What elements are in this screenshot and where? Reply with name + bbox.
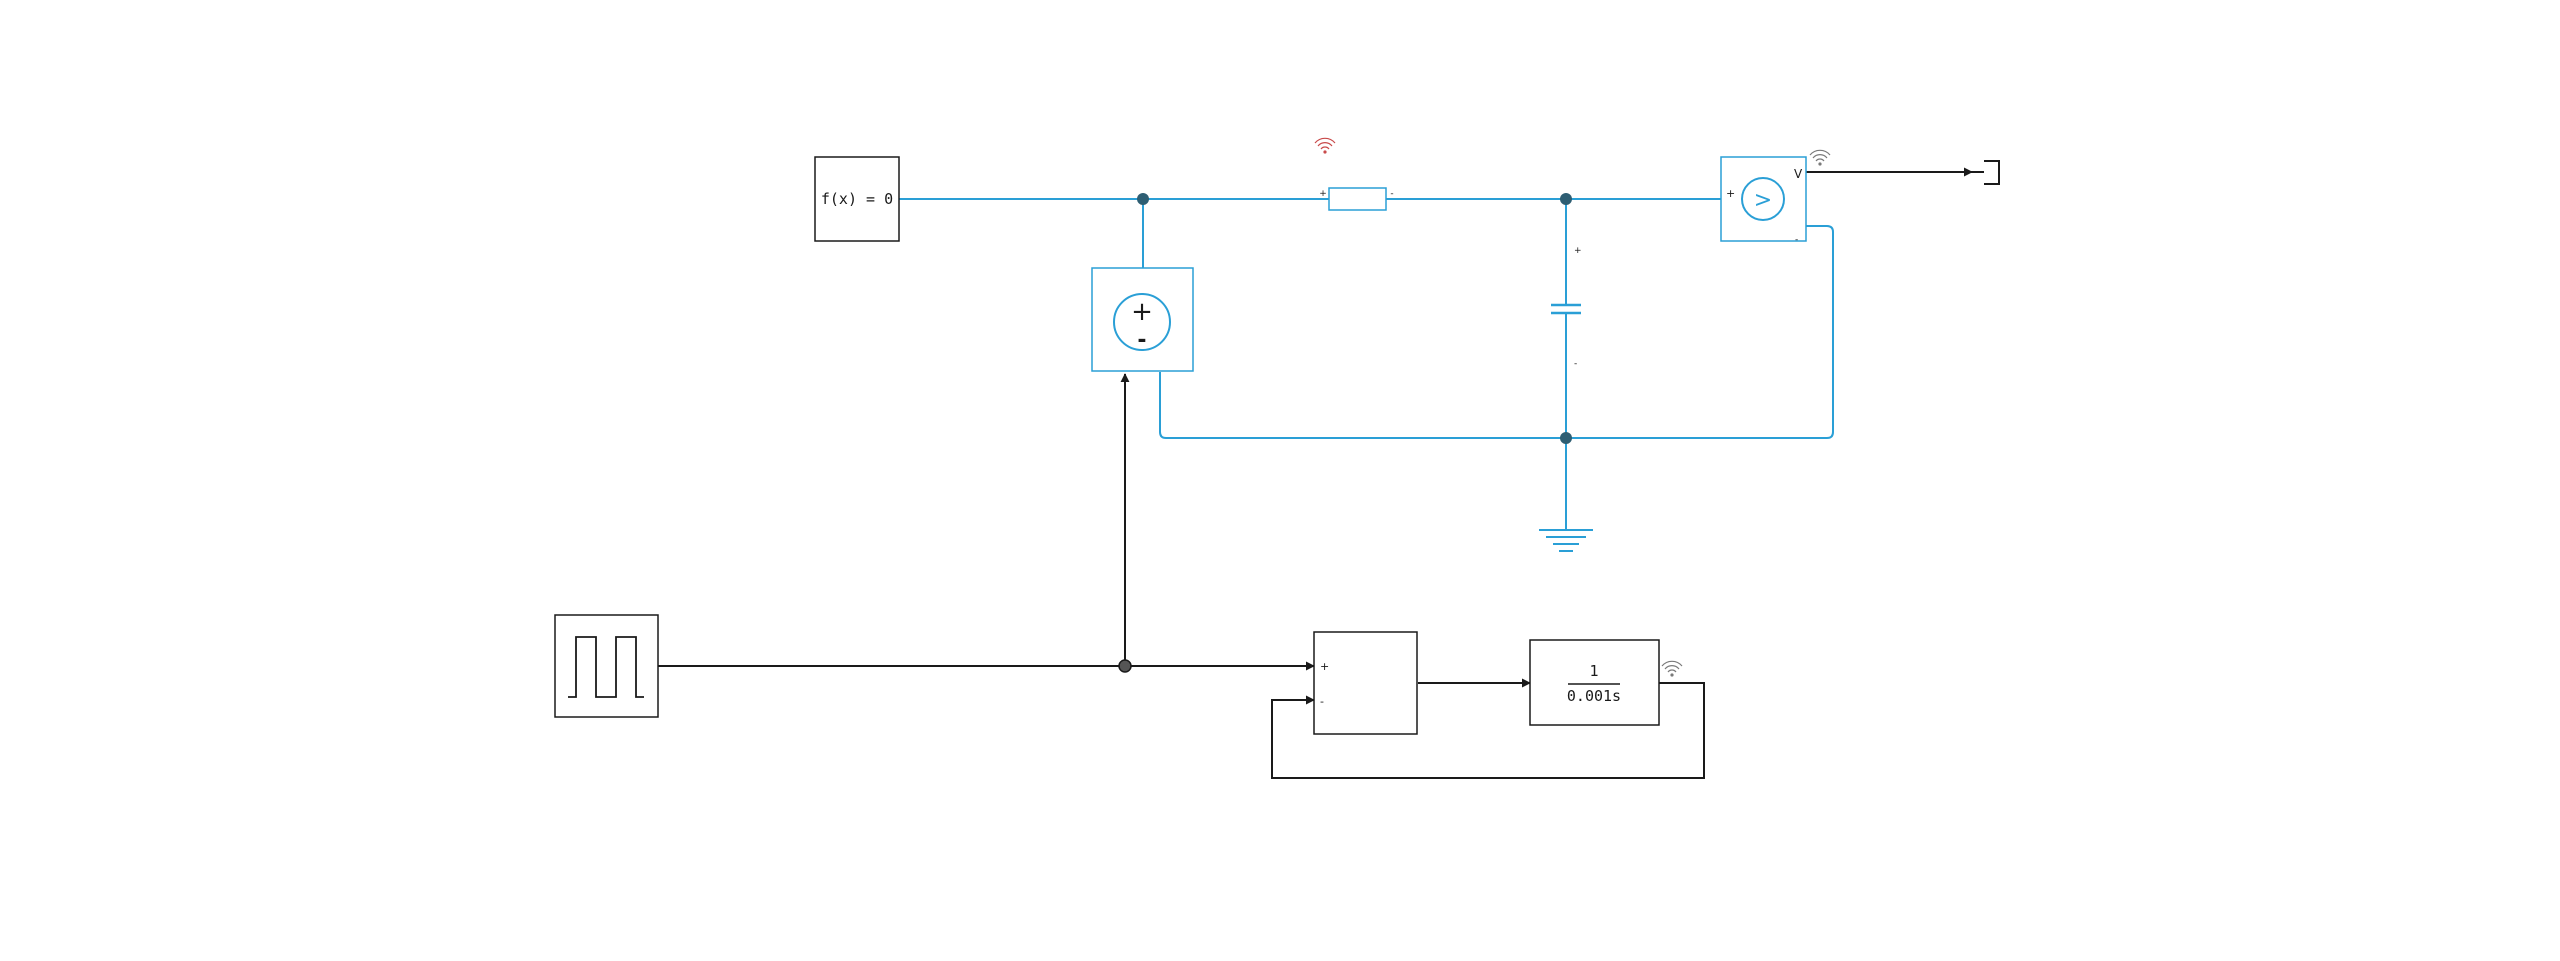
wifi-signal-icon[interactable] [1314,137,1336,154]
voltage-source-circle [1113,293,1171,351]
sum-plus-label: + [1320,660,1329,673]
wifi-signal-icon[interactable] [1809,149,1831,166]
wifi-signal-icon[interactable] [1661,660,1683,677]
tf-denominator: 0.001s [1567,687,1621,705]
sum-minus-label: - [1320,695,1324,708]
physical-connections [898,198,1834,530]
tf-numerator: 1 [1589,662,1598,680]
solver-configuration-block[interactable]: f(x) = 0 [814,156,900,242]
resistor-block[interactable]: + - [1319,187,1394,211]
junction-bottom [1560,432,1572,444]
resistor-neg-label: - [1390,189,1393,199]
voltage-source-plus: + [1131,297,1153,327]
voltage-sensor-symbol: > [1754,188,1772,213]
signal-branch-point [1118,659,1132,673]
capacitor-neg-label: - [1574,359,1577,369]
resistor-pos-label: + [1319,189,1327,199]
terminator-icon[interactable] [1972,160,2000,185]
voltage-sensor-block[interactable]: > V + - [1720,156,1807,245]
junctions [1137,193,1572,444]
pulse-wave-icon [568,636,644,698]
voltage-sensor-out-label: V [1794,167,1803,181]
signal-lines [658,167,1973,779]
pulse-generator-block[interactable] [554,614,659,718]
sum-block[interactable]: + - [1313,631,1418,735]
signal-tf-feedback[interactable] [1271,682,1705,779]
voltage-sensor-circle [1741,177,1785,221]
solver-label: f(x) = 0 [821,190,893,208]
controlled-voltage-source-block[interactable]: + - [1091,267,1194,372]
transfer-function-block[interactable]: 1 0.001s [1529,639,1660,726]
voltage-sensor-pos-label: + [1726,187,1735,200]
ground-icon[interactable] [1539,529,1593,552]
junction-top-left [1137,193,1149,205]
voltage-sensor-neg-label: - [1795,235,1798,245]
voltage-source-minus: - [1137,328,1146,353]
junction-top-right [1560,193,1572,205]
capacitor-block[interactable]: + - [1551,246,1582,369]
wire-bottom-node-to-sensor-minus[interactable] [1566,225,1834,439]
wire-source-minus-to-bottom[interactable] [1159,372,1566,439]
capacitor-pos-label: + [1574,246,1582,256]
